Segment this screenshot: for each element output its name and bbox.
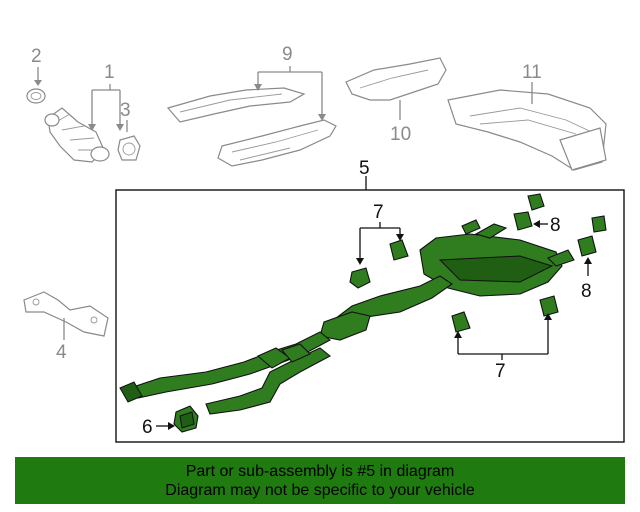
part-5-frame <box>115 189 625 443</box>
part-11-heat-shield <box>447 89 607 171</box>
callout-4: 4 <box>56 342 67 363</box>
info-banner: Part or sub-assembly is #5 in diagram Di… <box>15 457 625 504</box>
arrow-6 <box>168 422 175 430</box>
callout-11: 11 <box>522 62 542 83</box>
callout-3: 3 <box>120 100 131 121</box>
banner-line-2: Diagram may not be specific to your vehi… <box>165 482 475 499</box>
arrow-7a <box>356 258 364 265</box>
part-7-hangers-upper <box>349 239 409 289</box>
leader-9 <box>257 66 323 118</box>
callout-1: 1 <box>104 62 115 83</box>
parts-diagram: 2 1 3 4 9 10 <box>23 44 625 443</box>
arrow-2 <box>34 80 42 86</box>
callout-8-upper: 8 <box>550 215 561 236</box>
leader-7-lower <box>457 316 549 360</box>
part-6-clamp <box>173 405 199 433</box>
callout-10: 10 <box>390 124 411 145</box>
leader-1 <box>91 84 121 128</box>
part-10-heat-shield <box>345 57 447 101</box>
arrow-9a <box>254 84 262 91</box>
arrow-1a <box>88 124 96 131</box>
arrow-8b <box>584 257 592 264</box>
callout-8-lower: 8 <box>581 281 592 302</box>
part-1-catalytic-converter <box>44 107 110 163</box>
callout-6: 6 <box>142 417 153 438</box>
arrow-7c <box>454 331 462 338</box>
arrow-7d <box>544 313 552 320</box>
callout-9: 9 <box>282 44 293 65</box>
part-2-gasket <box>26 88 46 104</box>
callout-7-upper: 7 <box>373 202 384 223</box>
leader-7-upper <box>359 222 401 262</box>
part-4-bracket <box>23 291 109 337</box>
part-8-isolators <box>513 193 607 257</box>
callout-5: 5 <box>359 158 370 179</box>
part-7-hangers-lower <box>451 295 559 333</box>
callout-2: 2 <box>31 46 42 67</box>
banner-line-1: Part or sub-assembly is #5 in diagram <box>185 463 455 480</box>
arrow-8a <box>533 220 540 228</box>
callout-7-lower: 7 <box>495 361 506 382</box>
part-3-flange-gasket <box>117 135 141 161</box>
arrow-7b <box>396 234 404 241</box>
part-9-heat-shield <box>166 87 337 167</box>
arrow-1b <box>116 124 124 131</box>
arrow-9b <box>318 114 326 121</box>
part-5-exhaust-system <box>119 219 575 415</box>
